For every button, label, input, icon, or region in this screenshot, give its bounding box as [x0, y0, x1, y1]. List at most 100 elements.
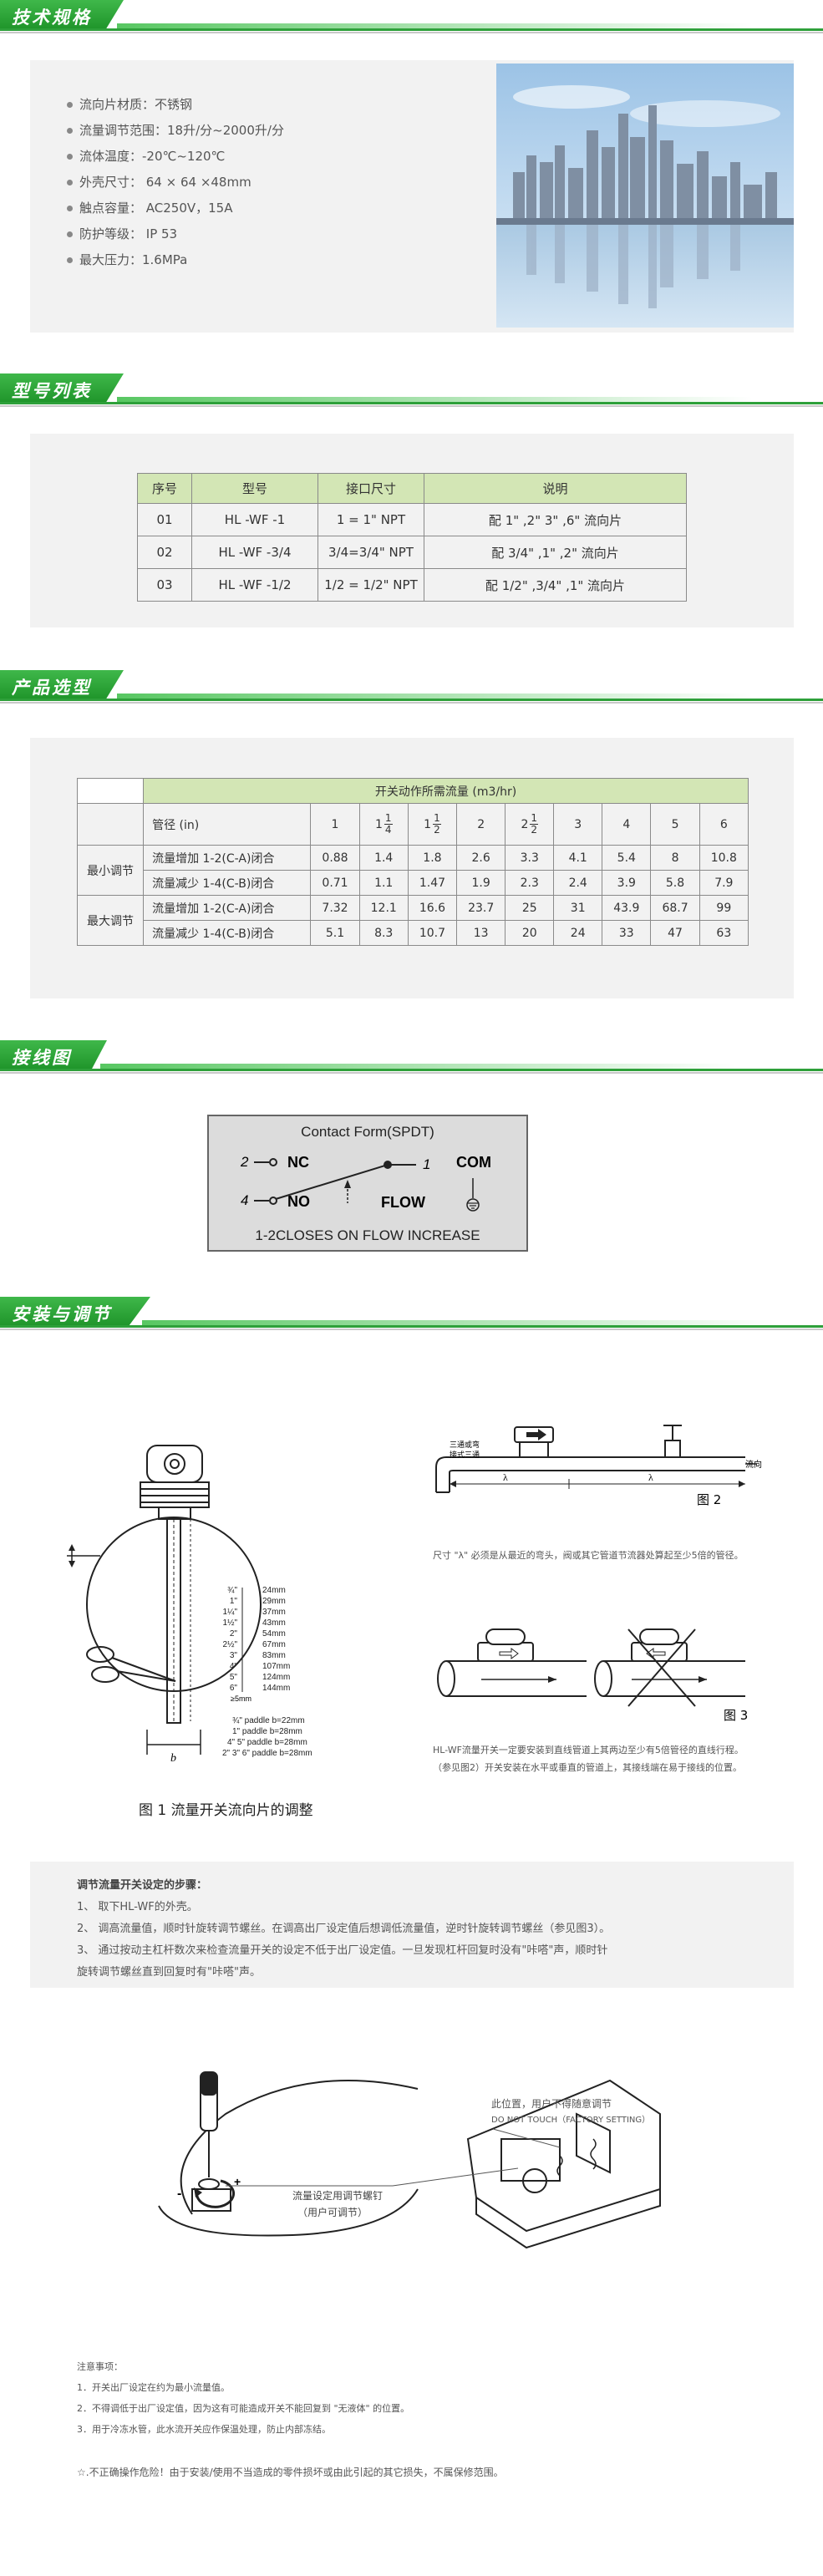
flow-value-cell: 2.6	[456, 845, 506, 871]
flow-value-cell: 24	[553, 920, 603, 946]
svg-text:83mm: 83mm	[262, 1651, 286, 1660]
flow-value-cell: 3.3	[505, 845, 555, 871]
flow-value-cell: 8.3	[358, 920, 409, 946]
steps: 调节流量开关设定的步骤： 1、 取下HL-WF的外壳。 2、 调高流量值，顺时针…	[77, 1875, 787, 1984]
pipe-size-label: 管径 (in)	[143, 803, 312, 846]
flow-value-cell: 33	[602, 920, 652, 946]
svg-text:1½": 1½"	[223, 1618, 238, 1628]
wiring-diagram: Contact Form(SPDT) 2 NC 4 NO 1 COM FLOW …	[207, 1115, 528, 1252]
svg-text:1": 1"	[230, 1597, 238, 1606]
figure-3-orientation: 图 3	[437, 1628, 748, 1723]
nc-label: NC	[287, 1154, 309, 1171]
svg-text:43mm: 43mm	[262, 1618, 286, 1628]
flow-value-cell: 0.71	[310, 870, 360, 896]
note-item: 3．用于冷冻水管，此水流开关应作保温处理，防止内部冻结。	[77, 2424, 331, 2435]
svg-text:1" paddle b=28mm: 1" paddle b=28mm	[232, 1727, 302, 1736]
group-label: 最大调节	[76, 895, 145, 946]
flow-value-cell: 99	[699, 895, 749, 921]
svg-text:λ: λ	[648, 1471, 653, 1483]
section-header-selection: 产品选型	[0, 670, 823, 705]
flow-value-cell: 23.7	[456, 895, 506, 921]
svg-text:接式三通: 接式三通	[450, 1450, 480, 1460]
svg-text:2½": 2½"	[223, 1640, 238, 1649]
wiring-footer: 1-2CLOSES ON FLOW INCREASE	[255, 1227, 480, 1243]
svg-text:1¼": 1¼"	[223, 1607, 238, 1617]
screw-sublabel: （用户可调节）	[297, 2206, 368, 2218]
flow-value-cell: 1.8	[407, 845, 458, 871]
svg-text:λ: λ	[503, 1471, 508, 1483]
step-item: 1、 取下HL-WF的外壳。	[77, 1901, 198, 1913]
spec-item: 流量调节范围：18升/分~2000升/分	[67, 118, 284, 144]
steps-panel	[30, 1862, 794, 1988]
notes: 注意事项： 1．开关出厂设定在约为最小流量值。 2．不得调低于出厂设定值，因为这…	[77, 2356, 409, 2440]
svg-text:107mm: 107mm	[262, 1662, 290, 1671]
city-skyline-image	[496, 64, 794, 328]
row-label: 流量增加 1-2(C-A)闭合	[143, 845, 312, 871]
flow-value-cell: 1.1	[358, 870, 409, 896]
svg-text:2": 2"	[230, 1629, 238, 1639]
flow-value-cell: 3.9	[602, 870, 652, 896]
col-header: 说明	[424, 473, 687, 504]
warning-text: ☆.不正确操作危险！由于安装/使用不当造成的零件损坏或由此引起的其它损失，不属保…	[77, 2467, 504, 2478]
pipe-size-cell: 5	[650, 803, 700, 846]
flow-value-cell: 10.7	[407, 920, 458, 946]
flow-value-cell: 8	[650, 845, 700, 871]
svg-text:37mm: 37mm	[262, 1608, 286, 1617]
screw-label: 流量设定用调节螺钉	[292, 2189, 383, 2202]
section-title: 安装与调节	[12, 1304, 112, 1324]
spec-item: 流体温度：-20℃~120℃	[67, 144, 284, 170]
b-label: b	[170, 1752, 176, 1765]
flow-value-cell: 47	[650, 920, 700, 946]
group-label: 最小调节	[76, 845, 145, 896]
flow-value-cell: 20	[505, 920, 555, 946]
flow-value-cell: 63	[699, 920, 749, 946]
svg-text:4" 5" paddle b=28mm: 4" 5" paddle b=28mm	[227, 1738, 307, 1747]
pipe-size-cell: 2	[456, 803, 506, 846]
section-header-install: 安装与调节	[0, 1297, 823, 1332]
flow-value-cell: 7.9	[699, 870, 749, 896]
svg-text:4": 4"	[230, 1662, 238, 1671]
flow-value-cell: 1.47	[407, 870, 458, 896]
svg-text:54mm: 54mm	[262, 1629, 286, 1639]
spec-item: 触点容量： AC250V，15A	[67, 196, 284, 221]
figure-4-adjustment-screw: + - 流量设定用调节螺钉 （用户可调节）	[158, 2071, 661, 2249]
pipe-size-cell: 3	[553, 803, 603, 846]
svg-text:5": 5"	[230, 1673, 238, 1682]
svg-text:2" 3" 6" paddle b=28mm: 2" 3" 6" paddle b=28mm	[222, 1749, 312, 1758]
pipe-size-cell: 6	[699, 803, 749, 846]
flow-table-title: 开关动作所需流量 (m3/hr)	[143, 778, 749, 804]
flow-value-cell: 0.88	[310, 845, 360, 871]
svg-text:67mm: 67mm	[262, 1640, 286, 1649]
gap-label: ≥5mm	[231, 1694, 251, 1703]
svg-text:124mm: 124mm	[262, 1673, 290, 1682]
section-header-wiring: 接线图	[0, 1040, 823, 1075]
figure-3-note: HL-WF流量开关一定要安装到直线管道上其两边至少有5倍管径的直线行程。（参见图…	[433, 1745, 744, 1773]
notes-title: 注意事项：	[77, 2361, 123, 2372]
svg-text:+: +	[234, 2175, 241, 2188]
terminal-1: 1	[423, 1156, 430, 1172]
flow-label: FLOW	[381, 1194, 425, 1211]
steps-title: 调节流量开关设定的步骤：	[77, 1879, 208, 1892]
figure-2-note: 尺寸 "λ" 必须是从最近的弯头，阀或其它管道节流器处算起至少5倍的管径。	[433, 1550, 744, 1561]
figure-2-caption: 图 2	[697, 1492, 721, 1507]
svg-text:¾" paddle b=22mm: ¾" paddle b=22mm	[232, 1716, 305, 1725]
section-title: 产品选型	[12, 678, 92, 698]
flow-value-cell: 5.4	[602, 845, 652, 871]
flow-value-cell: 13	[456, 920, 506, 946]
flow-value-cell: 4.1	[553, 845, 603, 871]
svg-text:6": 6"	[230, 1684, 238, 1693]
flow-value-cell: 68.7	[650, 895, 700, 921]
pipe-size-cell: 1	[310, 803, 360, 846]
spec-item: 外壳尺寸： 64 × 64 ×48mm	[67, 170, 284, 196]
note-item: 1．开关出厂设定在约为最小流量值。	[77, 2382, 230, 2393]
flow-value-cell: 1.4	[358, 845, 409, 871]
section-title: 接线图	[12, 1048, 72, 1068]
spec-list: 流向片材质：不锈钢 流量调节范围：18升/分~2000升/分 流体温度：-20℃…	[67, 92, 284, 273]
